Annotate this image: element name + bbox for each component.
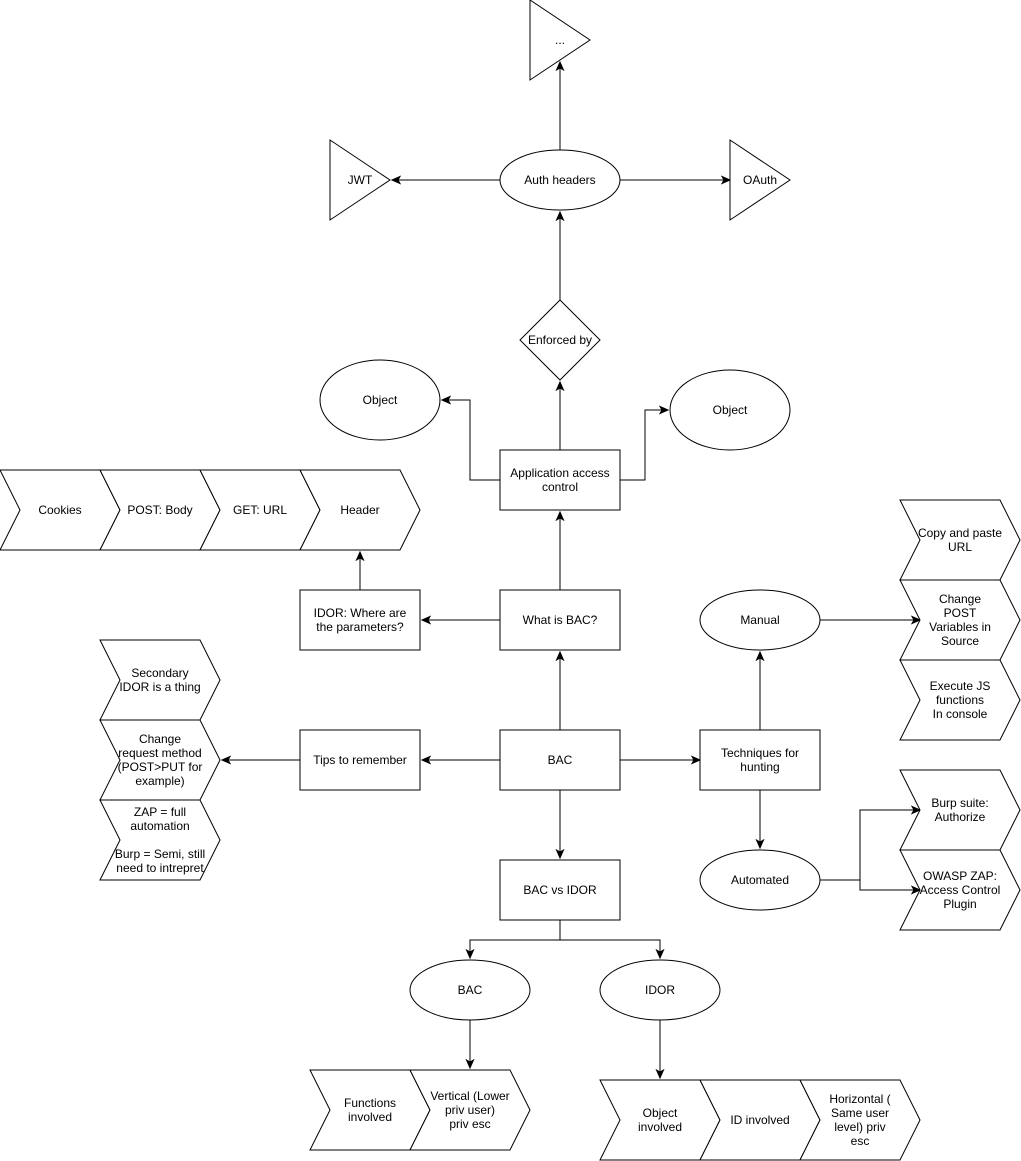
automated-shape	[699, 849, 821, 911]
id-involved-label: ID involved	[730, 1113, 790, 1127]
chevron-vertical-shape	[409, 1069, 531, 1151]
auth-headers-shape	[499, 149, 621, 211]
bac-vs-idor-label: BAC vs IDOR	[523, 883, 597, 897]
zap-burp-label: ZAP = full automation Burp = Semi, still…	[114, 805, 206, 875]
ellipsis-label: ...	[554, 33, 565, 47]
enforced-by-label: Enforced by	[527, 333, 593, 347]
post-body-label: POST: Body	[127, 503, 193, 517]
what-is-bac-shape	[499, 589, 621, 651]
chevron-execute-js-shape	[899, 659, 1021, 741]
tips-shape	[299, 729, 421, 791]
object-involved-label: Object involved	[637, 1106, 683, 1134]
techniques-shape	[699, 729, 821, 791]
object-left-shape	[319, 359, 441, 441]
idor-ellipse-label: IDOR	[645, 983, 675, 997]
bac-vs-idor-shape	[499, 859, 621, 921]
secondary-idor-label: Secondary IDOR is a thing	[119, 666, 201, 694]
change-method-label: Change request method (POST>PUT for exam…	[117, 732, 203, 788]
edge-app-to-object-right	[620, 410, 668, 481]
manual-label: Manual	[740, 613, 780, 627]
cookies-label: Cookies	[38, 503, 82, 517]
edge-automated-to-burp	[820, 810, 920, 881]
edge-app-to-object-left	[442, 400, 500, 481]
automated-label: Automated	[730, 873, 790, 887]
app-access-control-label: Application access control	[510, 466, 610, 494]
functions-involved-label: Functions involved	[343, 1096, 397, 1124]
object-left-label: Object	[362, 393, 398, 407]
copy-paste-url-label: Copy and paste URL	[917, 526, 1003, 554]
bac-ellipse-shape	[409, 959, 531, 1021]
what-is-bac-label: What is BAC?	[522, 613, 598, 627]
idor-params-shape	[299, 589, 421, 651]
manual-shape	[699, 589, 821, 651]
burp-suite-label: Burp suite: Authorize	[931, 796, 989, 824]
object-right-label: Object	[712, 403, 748, 417]
change-post-vars-label: Change POST Variables in Source	[929, 592, 991, 648]
get-url-label: GET: URL	[232, 503, 287, 517]
chevron-horizontal-shape	[799, 1079, 921, 1161]
horizontal-label: Horizontal ( Same user level) priv esc	[829, 1092, 891, 1148]
header-label: Header	[340, 503, 380, 517]
bac-ellipse-label: BAC	[457, 983, 483, 997]
object-right-shape	[669, 369, 791, 451]
tips-label: Tips to remember	[313, 753, 407, 767]
chevron-owasp-zap-shape	[899, 849, 1021, 931]
vertical-label: Vertical (Lower priv user) priv esc	[430, 1089, 510, 1131]
idor-params-label: IDOR: Where are the parameters?	[313, 606, 407, 634]
bac-label: BAC	[547, 753, 573, 767]
enforced-by-shape	[519, 299, 601, 381]
triangle-jwt-shape	[329, 139, 391, 221]
app-access-control-shape	[499, 449, 621, 511]
edge-vs-to-bac-ellipse	[470, 920, 561, 958]
bac-shape	[499, 729, 621, 791]
owasp-zap-label: OWASP ZAP: Access Control Plugin	[919, 869, 1001, 911]
connectors	[222, 62, 920, 1078]
edge-automated-to-owasp	[859, 880, 920, 890]
techniques-label: Techniques for hunting	[720, 746, 800, 774]
triangle-oauth-shape	[729, 139, 791, 221]
execute-js-label: Execute JS functions In console	[929, 679, 991, 721]
chevron-zap-burp-shape	[99, 799, 221, 881]
triangle-ellipsis-shape	[529, 0, 591, 81]
oauth-label: OAuth	[742, 173, 778, 187]
edge-vs-to-idor-ellipse	[560, 939, 660, 958]
idor-ellipse-shape	[599, 959, 721, 1021]
chevron-header-shape	[299, 469, 421, 551]
jwt-label: JWT	[347, 173, 373, 187]
auth-headers-label: Auth headers	[524, 173, 596, 187]
